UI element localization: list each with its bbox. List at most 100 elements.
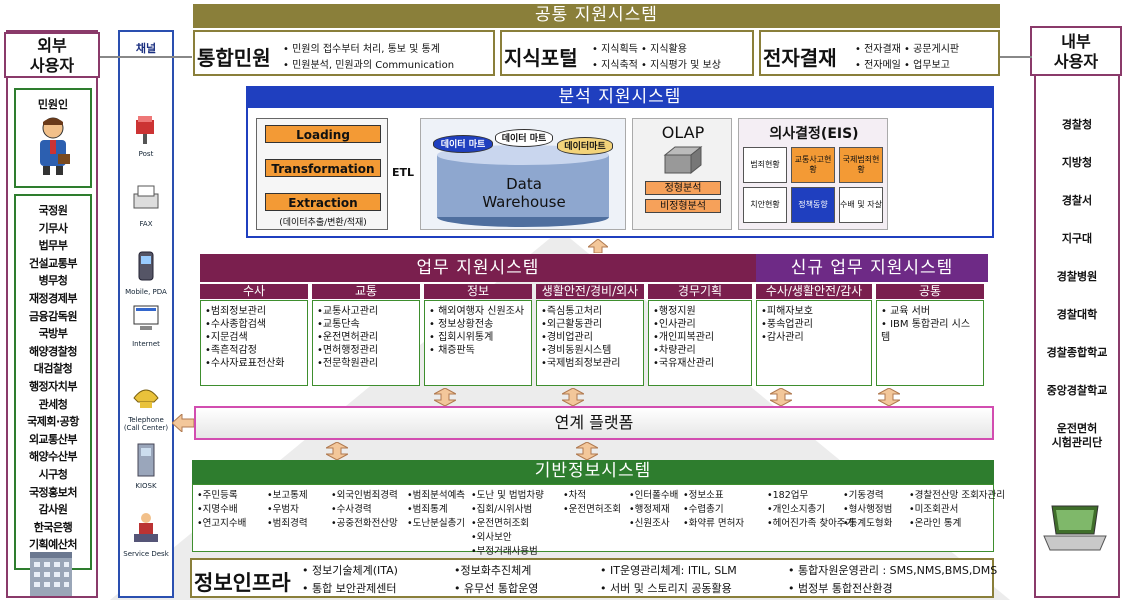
base-item: •통계도형화 [843, 518, 893, 529]
etl-extraction: Extraction [265, 193, 381, 211]
channel-item[interactable]: FAX [120, 180, 172, 228]
base-item: •182업무 [767, 490, 809, 501]
work-item: •감사관리 [761, 332, 804, 343]
base-item: •차적 [563, 490, 587, 501]
base-item: •운전면허조회 [563, 504, 622, 515]
work-item: •국유재산관리 [653, 358, 715, 369]
channel-item-label: KIOSK [135, 482, 157, 490]
agency-item: 한국은행 [33, 520, 73, 534]
channel-item[interactable]: Service Desk [120, 510, 172, 558]
gyeoljae-box: 전자결재 • 전자결재 • 공문게시판 • 전자메일 • 업무보고 [759, 30, 1000, 76]
base-col: •범죄분석예측•범죄통계•도난분실총기 [407, 489, 465, 531]
agency-item: 국정홍보처 [28, 485, 78, 499]
internal-user-item: 경찰종합학교 [1046, 346, 1108, 359]
infra-row1-1: • 정보기술체계(ITA) [302, 564, 398, 577]
work-item: •교통단속 [317, 319, 360, 330]
channel-item[interactable]: Post [120, 110, 172, 158]
channel-item[interactable]: Telephone (Call Center) [120, 376, 172, 432]
agency-item: 건설교통부 [28, 256, 78, 270]
work-col-head: 수사 [200, 284, 308, 299]
minwon-box: 통합민원 • 민원의 접수부터 처리, 통보 및 통계 • 민원분석, 민원과의… [193, 30, 495, 76]
channel-title: 채널 [135, 42, 157, 55]
base-item: •신원조사 [629, 518, 670, 529]
work-col-body: • 교육 서버• IBM 통합관리 시스템 [876, 300, 984, 386]
work-col-body: •피해자보호•풍속업관리•감사관리 [756, 300, 872, 386]
citizen-panel: 민원인 [14, 88, 92, 188]
warehouse-panel: Data Warehouse 데이터 마트 데이터 마트 데이터마트 [420, 118, 626, 230]
olap-label: OLAP [661, 123, 705, 142]
analysis-title: 분석 지원시스템 [246, 86, 994, 108]
internal-user-item: 경찰서 [1061, 194, 1093, 207]
gyeoljae-line-1: • 전자결재 • 공문게시판 [855, 44, 960, 55]
channel-item[interactable]: Mobile, PDA [120, 248, 172, 296]
work-item: •행정지원 [653, 306, 696, 317]
base-item: •미조회관서 [909, 504, 959, 515]
base-col: •182업무•개인소지총기•헤어진가족 찾아주기 [767, 489, 854, 531]
agency-item: 관세청 [38, 397, 68, 411]
base-item: •범죄분석예측 [407, 490, 466, 501]
base-col: •주민등록•지명수배•연고지수배 [197, 489, 246, 531]
base-item: •연고지수배 [197, 518, 247, 529]
base-col: •정보소표•수렵총기•화약류 면허자 [683, 489, 744, 531]
work-item: •경비업관리 [541, 332, 593, 343]
platform-bar: 연계 플랫폼 [194, 406, 994, 440]
telephone-icon [133, 389, 159, 408]
infra-row2-1: • 통합 보안관제센터 [302, 582, 397, 595]
work-item: •족흔적감정 [205, 345, 257, 356]
channel-item[interactable]: Internet [120, 300, 172, 348]
new-work-support-title-text: 신규 업무 지원시스템 [790, 258, 954, 278]
work-col-head: 교통 [312, 284, 420, 299]
base-col: •보고통제•우범자•범죄경력 [267, 489, 308, 531]
double-arrow [877, 387, 901, 407]
base-item: •기동경력 [843, 490, 884, 501]
double-arrow [561, 387, 585, 407]
agency-item: 기획예산처 [28, 538, 78, 552]
base-col: •경찰전산망 조회자관리•미조회관서•온라인 통계 [909, 489, 1005, 531]
work-item: •운전면허관리 [317, 332, 379, 343]
infra-row1-2: •정보화추진체계 [454, 564, 532, 577]
work-item: •면허행정관리 [317, 345, 379, 356]
base-item: •범죄경력 [267, 518, 308, 529]
base-item: •도난분실총기 [407, 518, 466, 529]
base-body: •주민등록•지명수배•연고지수배•보고통제•우범자•범죄경력•외국인범죄경력•수… [192, 484, 1005, 557]
internal-user-item: 운전면허 시험관리단 [1051, 422, 1103, 449]
infra-row1-4: • 통합자원운영관리 : SMS,NMS,BMS,DMS [788, 564, 998, 577]
work-item: • 교육 서버 [881, 306, 931, 317]
channel-item[interactable]: KIOSK [120, 442, 172, 490]
base-item: •행정제재 [629, 504, 670, 515]
base-item: •지명수배 [197, 504, 238, 515]
eis-cell: 치안현황 [743, 187, 787, 223]
internal-users-header: 내부 사용자 [1030, 26, 1122, 76]
agency-item: 재정경제부 [28, 291, 78, 305]
work-item: •차량관리 [653, 345, 696, 356]
base-item: •운전면허조회 [471, 518, 530, 529]
channel-item-label: Post [138, 150, 154, 158]
building-icon [28, 548, 74, 596]
base-item: •집회/시위사범 [471, 504, 533, 515]
work-item: •수사자료표전산화 [205, 358, 285, 369]
base-item: •경찰전산망 조회자관리 [909, 490, 1006, 501]
work-item: •즉심통고처리 [541, 306, 603, 317]
base-item: •우범자 [267, 504, 299, 515]
double-arrow [433, 387, 457, 407]
channel-item-label: Telephone (Call Center) [123, 416, 169, 432]
etl-label: ETL [392, 166, 415, 179]
work-item: • 정보상황전송 [429, 319, 494, 330]
work-item: •개인피복관리 [653, 332, 715, 343]
internal-user-item: 지구대 [1061, 232, 1093, 245]
base-title-text: 기반정보시스템 [534, 461, 652, 481]
olap-panel: OLAP 정형분석 비정형분석 [632, 118, 732, 230]
common-support-title-text: 공통 지원시스템 [535, 5, 658, 25]
etl-box: Loading Transformation Extraction (데이터추출… [256, 118, 388, 230]
etl-caption: (데이터추출/변환/적재) [279, 218, 367, 228]
service-desk-icon [134, 513, 158, 542]
work-col-head: 생활안전/경비/외사 [536, 284, 644, 299]
citizen-label: 민원인 [37, 98, 69, 111]
base-col: •기동경력•형사행정범•통계도형화 [843, 489, 892, 531]
external-users-label: 외부 사용자 [29, 36, 75, 75]
agency-item: 금융감독원 [28, 309, 78, 323]
